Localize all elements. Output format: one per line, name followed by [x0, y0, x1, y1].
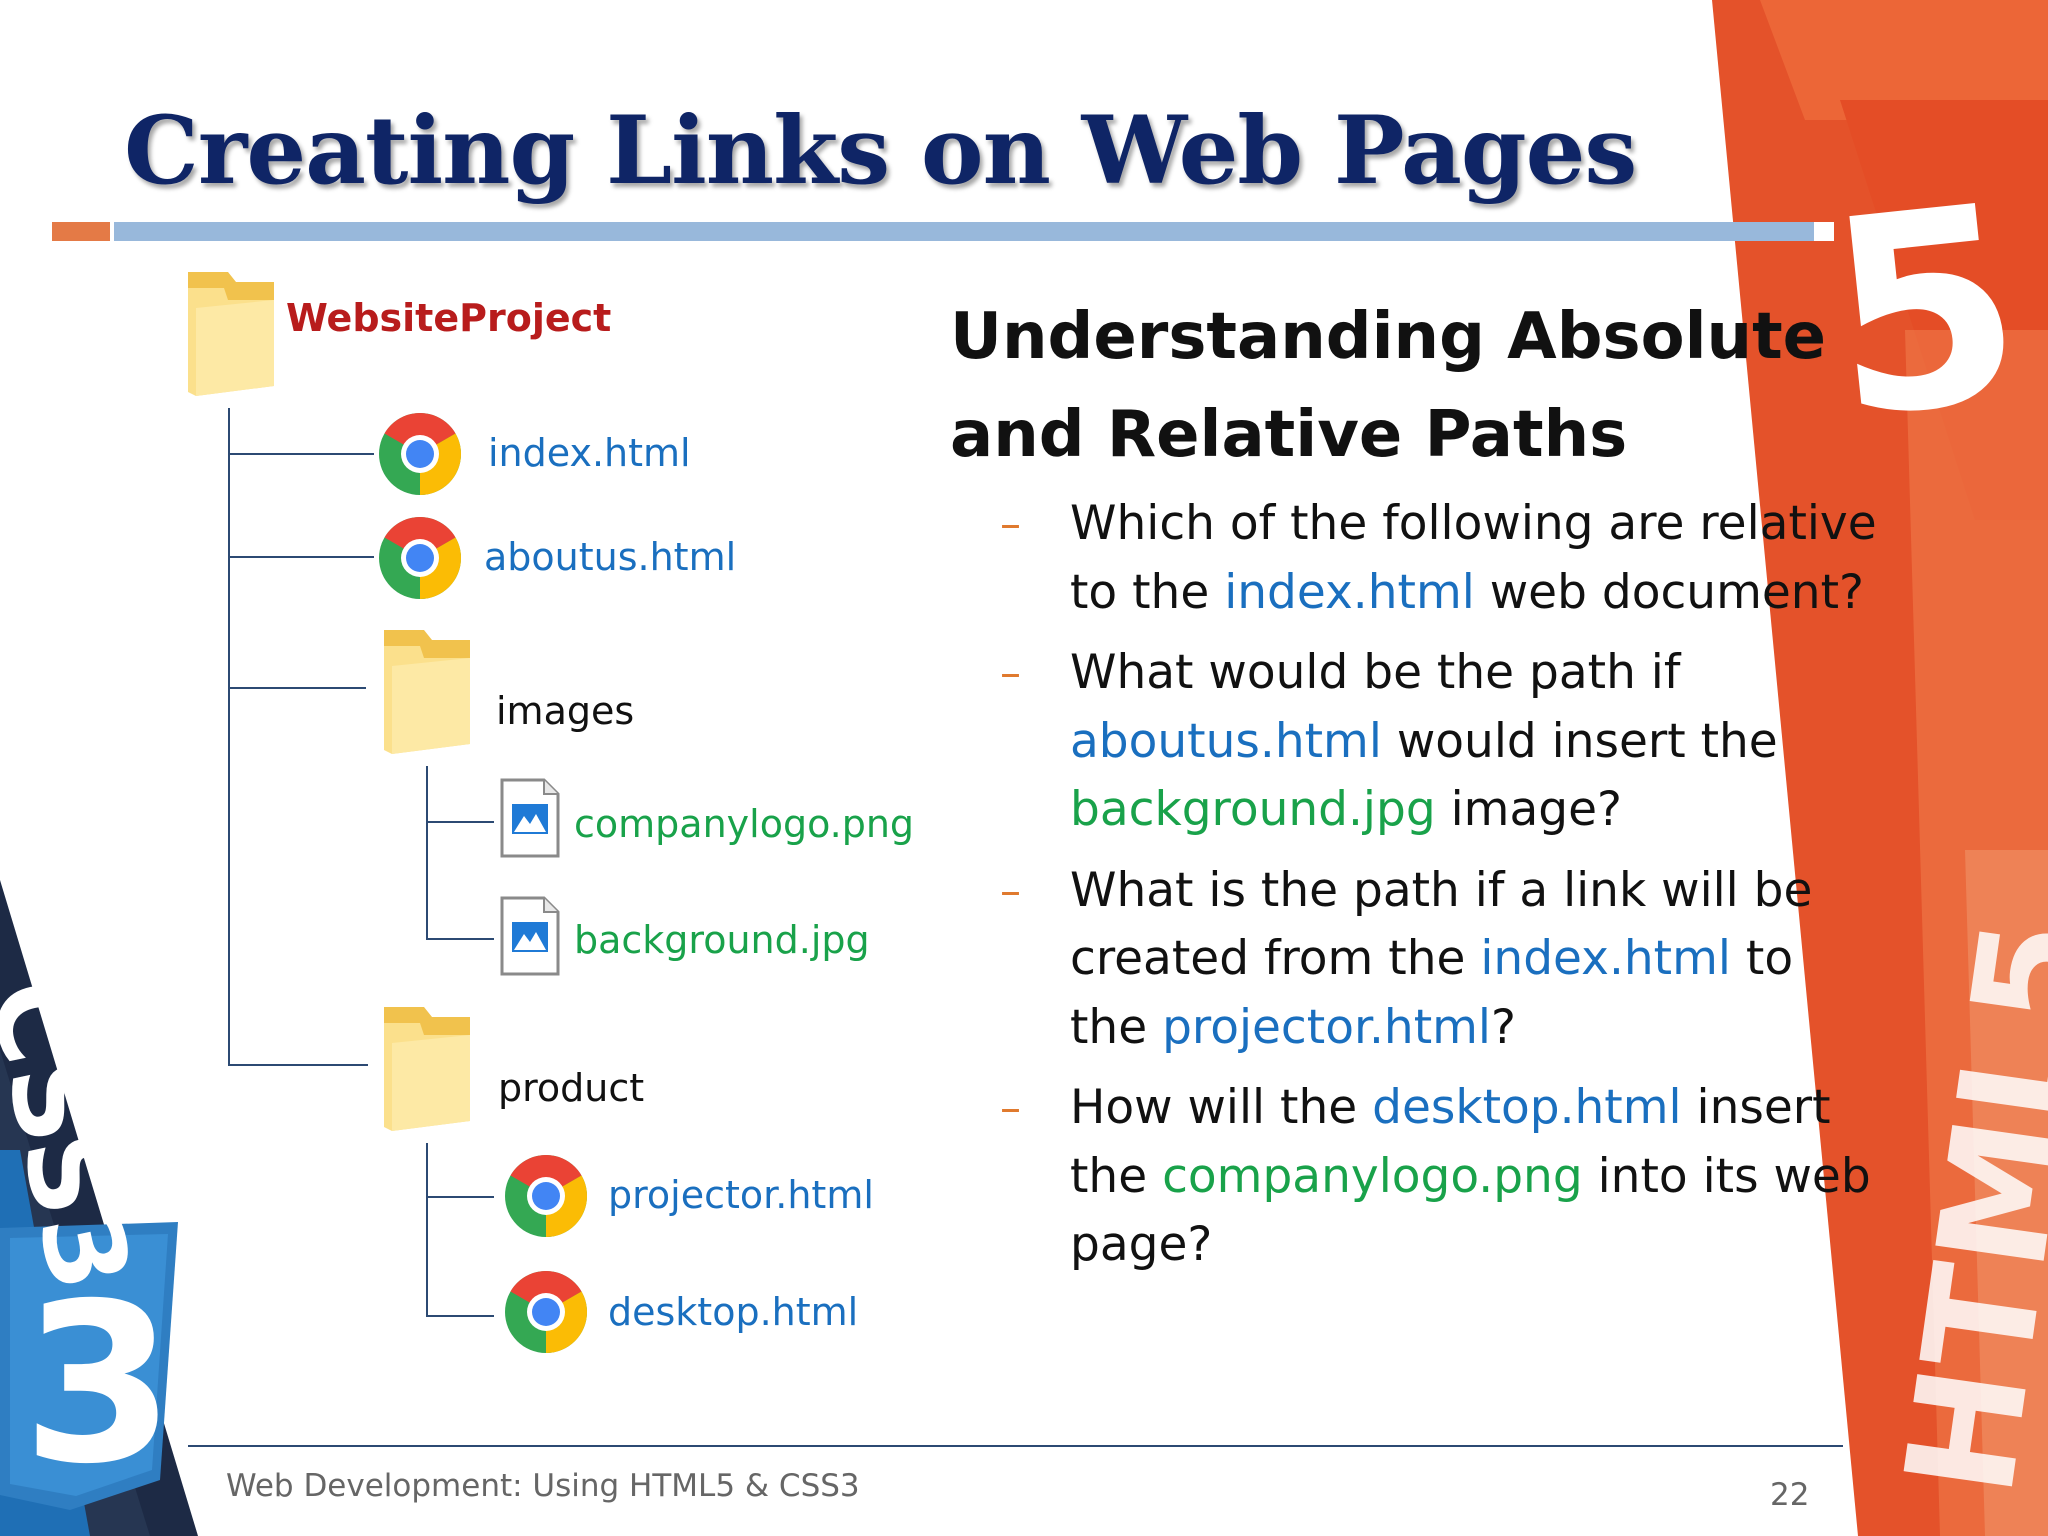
file-reference: index.html [1480, 931, 1731, 986]
tree-branch-line [426, 821, 494, 823]
bullet-dash-icon: – [1000, 1083, 1021, 1132]
file-reference: aboutus.html [1070, 713, 1382, 769]
file-reference: companylogo.png [1162, 1148, 1583, 1204]
folder-icon [384, 1007, 470, 1131]
tree-folder-product: product [498, 1066, 645, 1110]
question-text: What is the path if a link will be creat… [1070, 862, 1813, 987]
tree-branch-line [426, 938, 494, 940]
tree-trunk-line [228, 408, 230, 1066]
tree-file-companylogo: companylogo.png [574, 802, 915, 846]
tree-branch-line [228, 687, 366, 689]
tree-root-label: WebsiteProject [286, 296, 612, 340]
image-file-icon [500, 778, 560, 858]
tree-file-index: index.html [488, 431, 691, 475]
question-text: would insert the [1381, 713, 1778, 769]
section-heading: Understanding Absolute and Relative Path… [950, 300, 1827, 472]
page-number: 22 [1770, 1477, 1810, 1513]
question-text: Which of the following are relative to t… [1070, 496, 1877, 620]
tree-subtrunk-line [426, 766, 428, 940]
question-item: –What would be the path if aboutus.html … [1000, 639, 1880, 845]
tree-branch-line [426, 1315, 494, 1317]
css3-side-text: CSS3 [0, 969, 155, 1302]
chrome-icon [379, 517, 461, 599]
question-text: What would be the path if [1070, 645, 1681, 700]
chrome-icon [505, 1271, 587, 1353]
question-text: into its web page? [1070, 1148, 1871, 1273]
title-rule-accent [52, 222, 110, 241]
chrome-icon [379, 413, 461, 495]
file-reference: index.html [1224, 564, 1475, 620]
tree-file-background: background.jpg [574, 918, 870, 962]
title-rule [114, 222, 1814, 241]
footer-rule [188, 1445, 1843, 1447]
file-reference: projector.html [1162, 999, 1491, 1055]
tree-file-aboutus: aboutus.html [484, 535, 737, 579]
tree-branch-line [228, 453, 374, 455]
question-item: –How will the desktop.html insert the co… [1000, 1074, 1880, 1280]
question-text: to the [1070, 931, 1794, 1055]
slide-title: Creating Links on Web Pages [124, 96, 1637, 206]
bullet-dash-icon: – [1000, 865, 1021, 915]
footer-text: Web Development: Using HTML5 & CSS3 [226, 1468, 860, 1504]
question-text: image? [1435, 782, 1622, 837]
tree-file-desktop: desktop.html [608, 1290, 859, 1334]
tree-file-projector: projector.html [608, 1173, 874, 1217]
file-reference: background.jpg [1070, 782, 1436, 837]
question-item: –What is the path if a link will be crea… [1000, 857, 1880, 1063]
css3-badge-icon: 3 [22, 1256, 175, 1512]
question-item: –Which of the following are relative to … [1000, 490, 1880, 627]
question-text: ? [1490, 999, 1516, 1055]
tree-folder-images: images [496, 689, 635, 733]
tree-branch-line [228, 556, 374, 558]
question-text: insert the [1070, 1080, 1831, 1204]
bullet-dash-icon: – [1000, 648, 1021, 697]
tree-subtrunk-line [426, 1143, 428, 1317]
question-list: –Which of the following are relative to … [1000, 490, 1880, 1292]
question-text: web document? [1474, 564, 1864, 620]
bullet-dash-icon: – [1000, 499, 1021, 548]
tree-branch-line [426, 1196, 494, 1198]
html5-badge-icon: 5 [1815, 146, 2035, 479]
chrome-icon [505, 1155, 587, 1237]
image-file-icon [500, 896, 560, 976]
question-text: How will the [1070, 1080, 1373, 1135]
file-reference: desktop.html [1372, 1080, 1682, 1135]
folder-icon [384, 630, 470, 754]
tree-branch-line [228, 1064, 368, 1066]
folder-icon [188, 272, 274, 396]
